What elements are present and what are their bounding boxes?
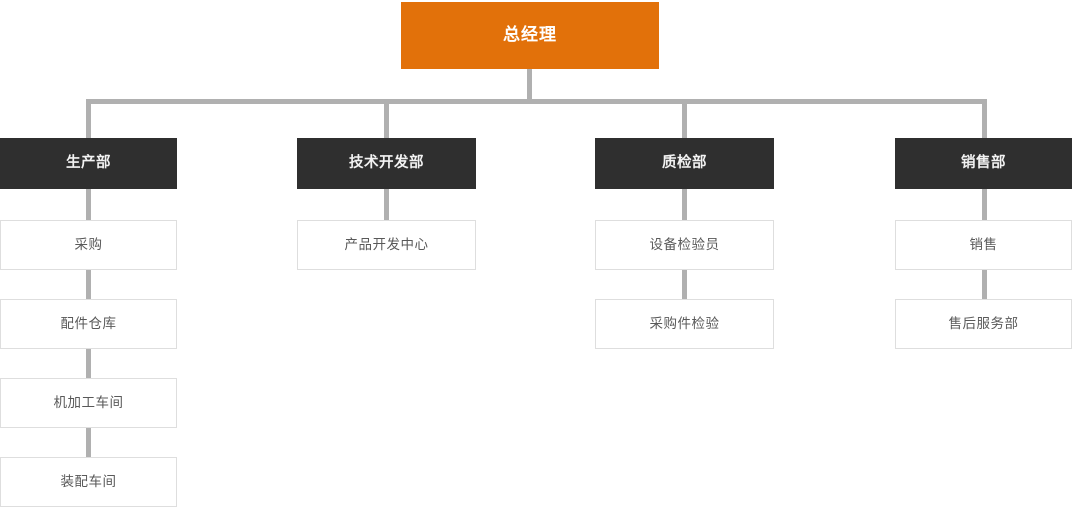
org-node-unit-4-2[interactable]: 售后服务部 <box>895 299 1072 349</box>
connector-department-3-to-child-1 <box>682 189 687 221</box>
org-node-root[interactable]: 总经理 <box>401 2 659 69</box>
org-node-unit-2-1[interactable]: 产品开发中心 <box>297 220 476 270</box>
org-node-department-3-label: 质检部 <box>662 154 707 171</box>
org-node-unit-1-3[interactable]: 机加工车间 <box>0 378 177 428</box>
org-node-department-1[interactable]: 生产部 <box>0 138 177 189</box>
connector-department-4-to-child-1 <box>982 189 987 221</box>
org-node-root-label: 总经理 <box>503 25 557 45</box>
connector-root-drop <box>527 69 532 100</box>
org-node-unit-3-1[interactable]: 设备检验员 <box>595 220 774 270</box>
connector-department-1-to-child-1 <box>86 189 91 221</box>
org-node-department-2[interactable]: 技术开发部 <box>297 138 476 189</box>
connector-unit-3-1-to-unit-3-2 <box>682 269 687 301</box>
org-node-department-2-label: 技术开发部 <box>349 154 424 171</box>
org-node-unit-1-4[interactable]: 装配车间 <box>0 457 177 507</box>
org-node-unit-1-1-label: 采购 <box>74 236 103 252</box>
org-node-unit-1-1[interactable]: 采购 <box>0 220 177 270</box>
connector-unit-1-2-to-unit-1-3 <box>86 348 91 380</box>
org-node-unit-1-4-label: 装配车间 <box>60 473 117 489</box>
connector-bus-to-department-3 <box>682 99 687 139</box>
connector-unit-4-1-to-unit-4-2 <box>982 269 987 301</box>
org-node-unit-3-2[interactable]: 采购件检验 <box>595 299 774 349</box>
org-node-unit-3-2-label: 采购件检验 <box>649 315 720 331</box>
org-node-unit-4-2-label: 售后服务部 <box>948 315 1019 331</box>
org-node-department-4-label: 销售部 <box>961 154 1006 171</box>
connector-department-bus <box>86 99 987 104</box>
org-node-unit-4-1[interactable]: 销售 <box>895 220 1072 270</box>
org-node-unit-4-1-label: 销售 <box>969 236 998 252</box>
connector-bus-to-department-2 <box>384 99 389 139</box>
org-node-unit-1-3-label: 机加工车间 <box>53 394 124 410</box>
connector-bus-to-department-4 <box>982 99 987 139</box>
connector-department-2-to-child-1 <box>384 189 389 221</box>
connector-unit-1-1-to-unit-1-2 <box>86 269 91 301</box>
org-node-department-3[interactable]: 质检部 <box>595 138 774 189</box>
org-node-unit-2-1-label: 产品开发中心 <box>344 236 429 252</box>
org-node-unit-1-2-label: 配件仓库 <box>60 315 117 331</box>
org-node-department-4[interactable]: 销售部 <box>895 138 1072 189</box>
org-node-unit-1-2[interactable]: 配件仓库 <box>0 299 177 349</box>
connector-unit-1-3-to-unit-1-4 <box>86 427 91 459</box>
org-node-unit-3-1-label: 设备检验员 <box>649 236 720 252</box>
connector-bus-to-department-1 <box>86 99 91 139</box>
org-node-department-1-label: 生产部 <box>66 154 111 171</box>
